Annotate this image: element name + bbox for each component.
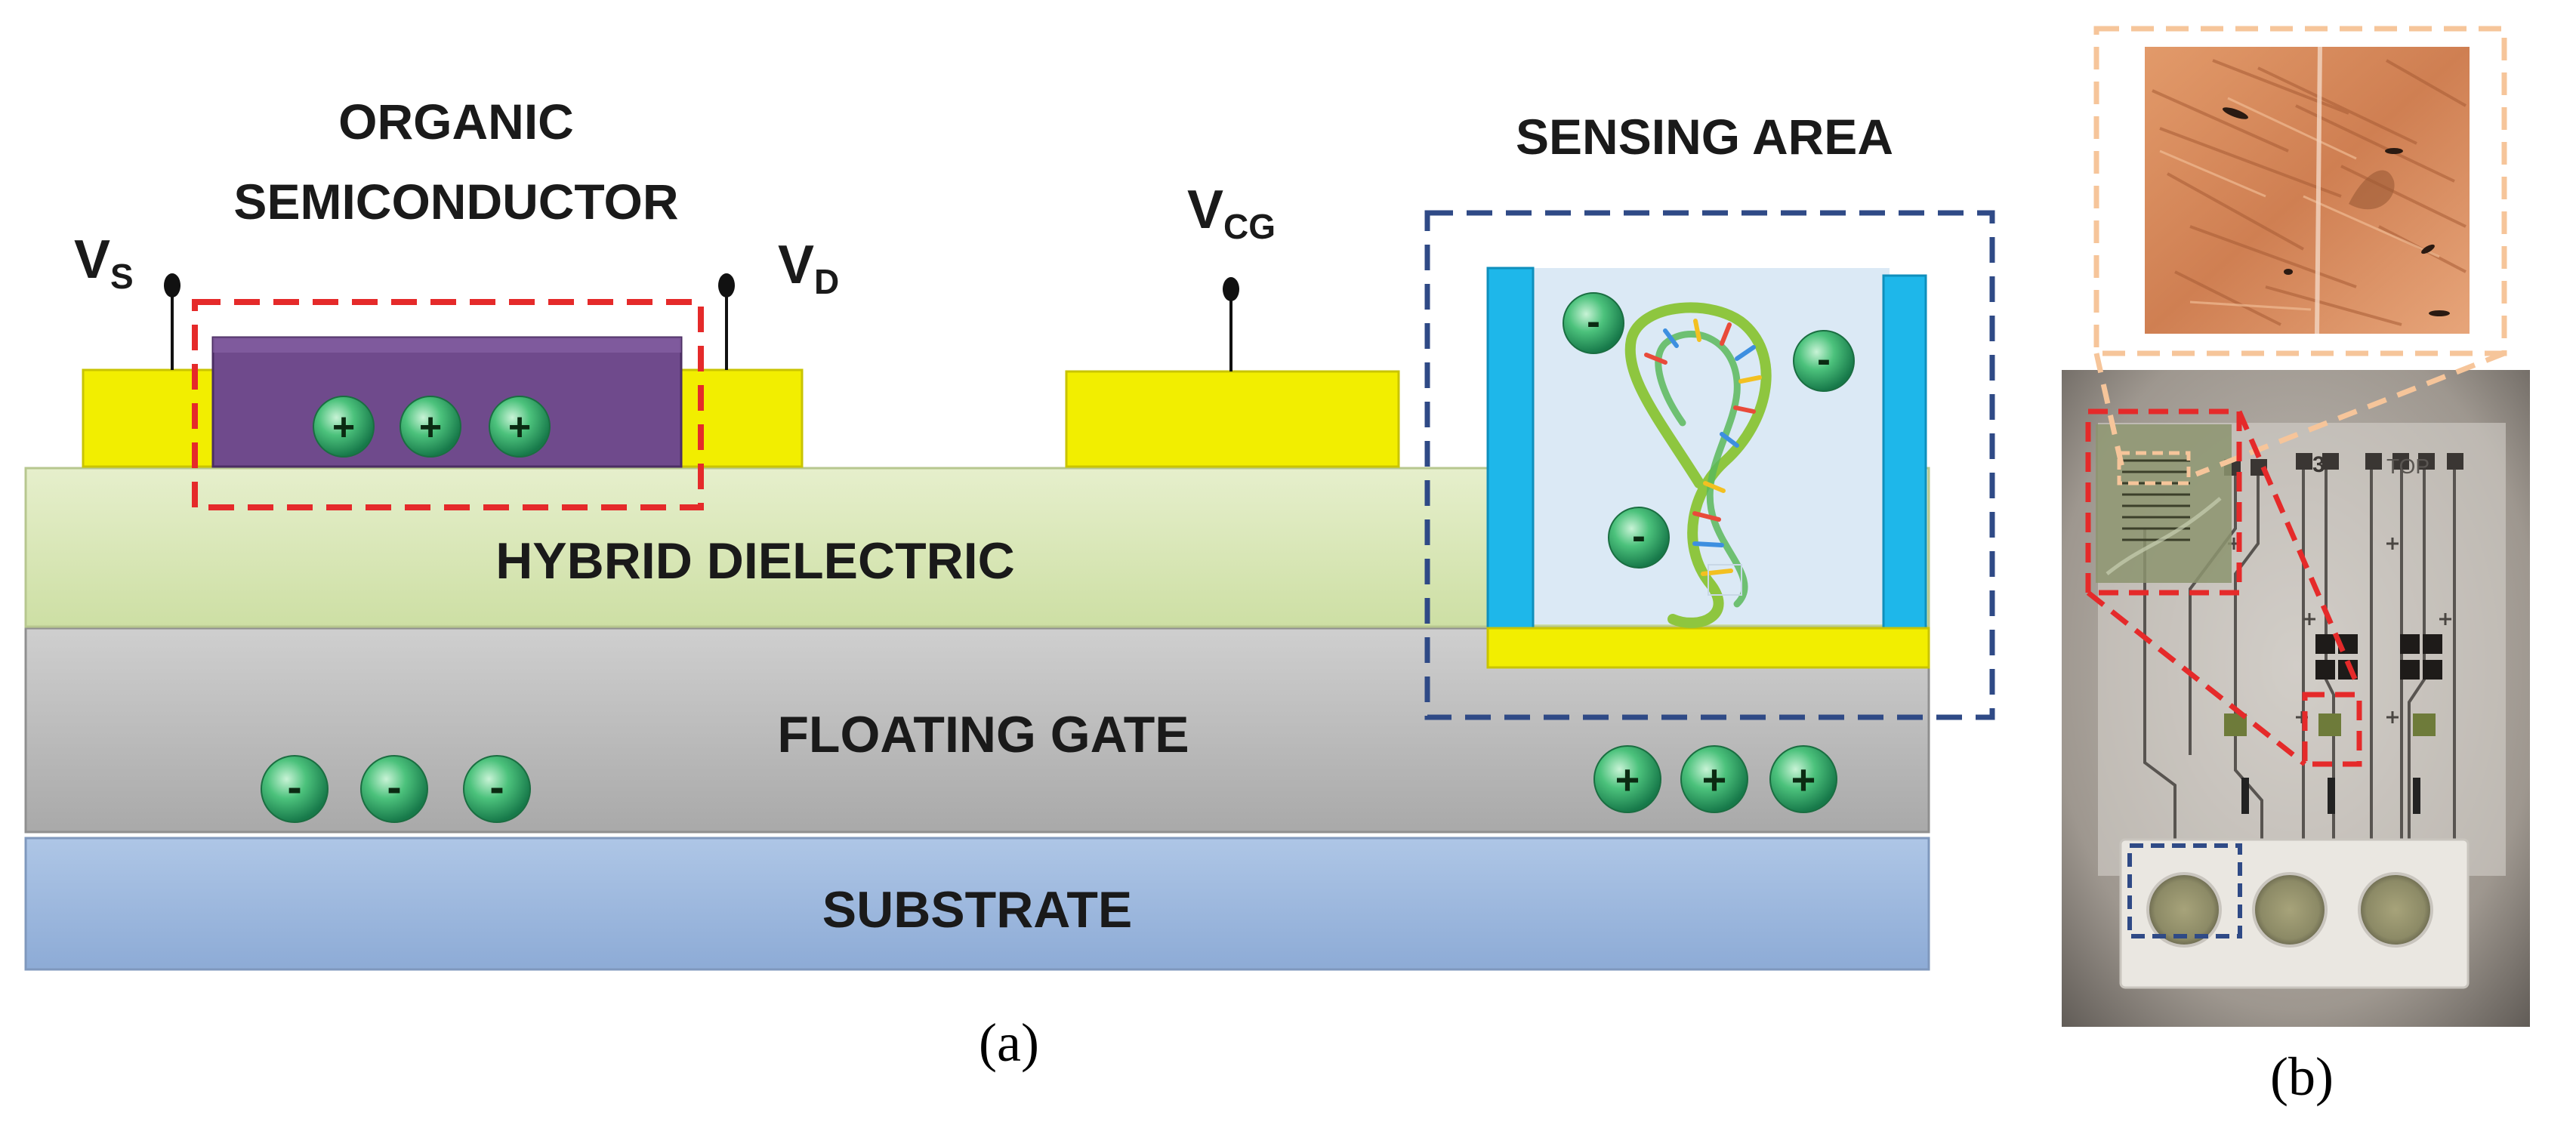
ion-positive: + xyxy=(1680,745,1748,813)
panel-b-caption: (b) xyxy=(2270,1046,2334,1107)
panel-a: SUBSTRATE FLOATING GATE HYBRID DIELECTRI… xyxy=(24,94,1995,1073)
ion-positive: + xyxy=(1593,745,1661,813)
chip-number-mark: 3 xyxy=(2312,452,2325,477)
vs-sub: S xyxy=(110,257,134,296)
hybrid-dielectric-label: HYBRID DIELECTRIC xyxy=(495,532,1015,590)
chip-red-highlights xyxy=(2085,408,2362,767)
chip-well-highlight-box xyxy=(2127,843,2242,938)
sensing-well-right-wall xyxy=(1882,274,1927,632)
control-gate-electrode xyxy=(1065,370,1400,468)
micrograph-inset xyxy=(2145,46,2470,334)
sensing-area-highlight-box xyxy=(1424,210,1995,720)
ion-negative: - xyxy=(261,755,329,823)
svg-text:+: + xyxy=(508,405,531,449)
solution-negative-ions: - - - xyxy=(1563,292,1855,569)
source-electrode xyxy=(82,368,236,468)
micrograph-highlight-box xyxy=(2093,26,2507,356)
svg-text:+: + xyxy=(419,405,442,449)
ion-positive: + xyxy=(1769,745,1837,813)
svg-text:-: - xyxy=(1587,299,1600,344)
source-terminal xyxy=(164,273,180,370)
svg-text:-: - xyxy=(1817,337,1831,382)
sensing-area-label: SENSING AREA xyxy=(1516,109,1893,165)
svg-text:-: - xyxy=(287,763,301,812)
svg-text:+: + xyxy=(1791,756,1816,803)
semiconductor-highlight-box xyxy=(192,299,704,510)
organic-label-line1: ORGANIC xyxy=(338,94,574,149)
ion-negative: - xyxy=(463,755,531,823)
svg-text:+: + xyxy=(332,405,355,449)
semiconductor-positive-ions: + + + xyxy=(313,396,551,458)
sensing-electrode xyxy=(1486,627,1930,669)
svg-text:-: - xyxy=(1632,513,1646,559)
sensing-well-left-wall xyxy=(1486,267,1535,632)
substrate-label: SUBSTRATE xyxy=(822,881,1133,938)
vd-sub: D xyxy=(814,262,839,301)
svg-text:-: - xyxy=(489,763,504,812)
control-gate-terminal xyxy=(1223,277,1239,371)
ion-positive: + xyxy=(489,396,551,458)
sensing-well xyxy=(1486,267,1930,669)
chip-photo: 3 TOP xyxy=(2062,370,2530,1027)
chip-well-holder xyxy=(2119,838,2470,989)
vcg-label: VCG xyxy=(1187,180,1276,246)
chip-top-mark: TOP xyxy=(2386,455,2429,478)
svg-text:+: + xyxy=(1615,756,1640,803)
vs-label: VS xyxy=(74,230,134,296)
substrate-layer: SUBSTRATE xyxy=(24,837,1930,971)
ion-negative: - xyxy=(360,755,428,823)
ion-positive: + xyxy=(400,396,461,458)
ion-positive: + xyxy=(313,396,375,458)
drain-terminal xyxy=(718,273,735,370)
sensing-well-solution xyxy=(1494,268,1890,624)
floating-gate-positive-ions: + + + xyxy=(1593,745,1837,813)
chip-traces xyxy=(2143,461,2456,906)
ion-negative: - xyxy=(1793,330,1855,392)
organic-label-line2: SEMICONDUCTOR xyxy=(233,174,678,230)
panel-a-caption: (a) xyxy=(979,1012,1039,1073)
vd-label: VD xyxy=(778,235,839,301)
floating-gate-label: FLOATING GATE xyxy=(777,706,1189,763)
vs-main: V xyxy=(74,230,110,290)
floating-gate-negative-ions: - - - xyxy=(261,755,531,823)
ion-negative: - xyxy=(1608,507,1670,569)
vcg-main: V xyxy=(1187,180,1223,240)
vcg-sub: CG xyxy=(1223,207,1276,246)
svg-text:+: + xyxy=(1702,756,1727,803)
chip-orange-small-box xyxy=(2117,451,2191,485)
svg-text:-: - xyxy=(387,763,401,812)
dna-aptamer xyxy=(1624,302,1772,628)
vd-main: V xyxy=(778,235,814,295)
panel-b: 3 TOP xyxy=(2062,26,2530,1107)
ion-negative: - xyxy=(1563,292,1624,354)
